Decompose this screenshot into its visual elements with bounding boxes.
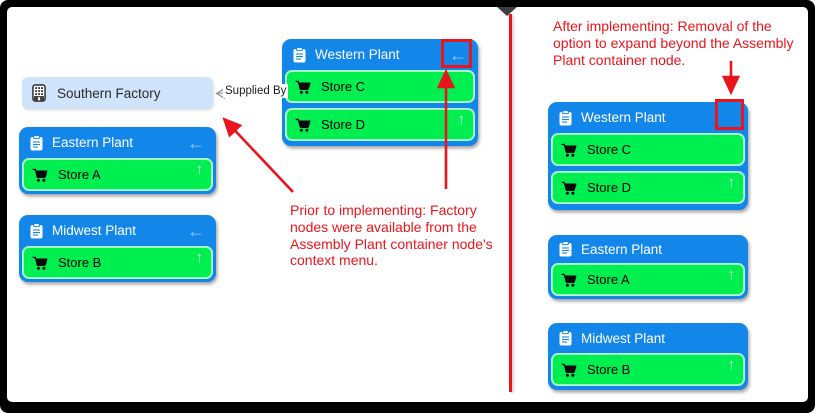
edge-label: Supplied By	[223, 84, 289, 98]
left-arrow-icon[interactable]: ←	[187, 132, 205, 153]
clipboard-icon	[559, 109, 572, 126]
clipboard-icon	[559, 241, 572, 257]
node-eastern-plant-before[interactable]: Eastern Plant ← Store A ↑	[19, 127, 216, 194]
up-arrow-icon[interactable]: ↑	[727, 266, 736, 283]
cart-icon	[32, 168, 48, 182]
clipboard-icon	[30, 134, 43, 151]
store-label: Store B	[587, 362, 631, 377]
plant-header: Western Plant ←	[285, 39, 475, 70]
red-highlight-box-before	[441, 39, 472, 68]
clipboard-icon	[293, 46, 306, 63]
before-annotation-line: nodes were available from the	[290, 218, 477, 235]
plant-title: Midwest Plant	[52, 223, 137, 238]
plant-title: Midwest Plant	[581, 330, 666, 346]
before-annotation-line: Prior to implementing: Factory	[290, 202, 477, 218]
up-arrow-icon[interactable]: ↑	[457, 111, 466, 128]
node-store-a-after[interactable]: Store A ↑	[551, 263, 745, 296]
up-arrow-icon[interactable]: ↑	[727, 356, 736, 373]
red-highlight-box-after	[715, 99, 744, 130]
store-label: Store A	[58, 167, 101, 182]
node-store-b-after[interactable]: Store B ↑	[551, 353, 745, 386]
left-arrow-icon[interactable]: ←	[187, 220, 205, 241]
node-midwest-plant-before[interactable]: Midwest Plant ← Store B ↑	[19, 215, 216, 282]
node-store-c-before[interactable]: Store C	[285, 70, 475, 103]
node-midwest-plant-after[interactable]: Midwest Plant Store B ↑	[548, 323, 748, 390]
red-divider-line	[509, 14, 512, 392]
building-icon	[32, 84, 46, 102]
node-western-plant-after[interactable]: Western Plant Store C Store D ↑	[548, 102, 748, 210]
after-annotation-line: After implementing: Removal of the	[553, 18, 772, 34]
cart-icon	[295, 80, 311, 94]
plant-header: Western Plant	[551, 102, 745, 133]
node-label: Southern Factory	[57, 85, 161, 101]
clipboard-icon	[559, 330, 572, 346]
node-store-a-before[interactable]: Store A ↑	[22, 158, 213, 191]
before-annotation-line: context menu.	[290, 252, 378, 269]
frame-notch	[497, 7, 517, 16]
node-eastern-plant-after[interactable]: Eastern Plant Store A ↑	[548, 235, 748, 299]
left-arrow-icon[interactable]: ←	[449, 44, 467, 65]
plant-header: Midwest Plant	[551, 323, 745, 353]
cart-icon	[32, 256, 48, 270]
plant-title: Eastern Plant	[581, 241, 663, 257]
before-annotation: Prior to implementing: Factory nodes wer…	[290, 202, 493, 269]
store-label: Store C	[321, 79, 366, 94]
plant-header: Eastern Plant ←	[22, 127, 213, 158]
cart-icon	[561, 181, 577, 195]
plant-header: Eastern Plant	[551, 235, 745, 263]
plant-title: Western Plant	[315, 47, 400, 62]
plant-header: Midwest Plant ←	[22, 215, 213, 246]
clipboard-icon	[30, 222, 43, 239]
node-store-d-after[interactable]: Store D ↑	[551, 171, 745, 204]
store-label: Store B	[58, 255, 102, 270]
cart-icon	[561, 143, 577, 157]
store-label: Store A	[587, 272, 630, 287]
store-label: Store D	[321, 117, 366, 132]
node-store-c-after[interactable]: Store C	[551, 133, 745, 166]
node-store-d-before[interactable]: Store D ↑	[285, 108, 475, 141]
before-annotation-line: Assembly Plant container node's	[290, 235, 493, 252]
cart-icon	[561, 273, 577, 287]
after-annotation-line: Plant container node.	[553, 51, 686, 68]
plant-title: Eastern Plant	[52, 135, 134, 150]
node-southern-factory[interactable]: Southern Factory	[22, 77, 213, 109]
cart-icon	[561, 363, 577, 377]
plant-title: Western Plant	[581, 110, 666, 125]
store-label: Store C	[587, 142, 632, 157]
after-annotation-line: option to expand beyond the Assembly	[553, 34, 794, 51]
up-arrow-icon[interactable]: ↑	[195, 161, 204, 178]
up-arrow-icon[interactable]: ↑	[727, 174, 736, 191]
store-label: Store D	[587, 180, 632, 195]
node-store-b-before[interactable]: Store B ↑	[22, 246, 213, 279]
cart-icon	[295, 118, 311, 132]
up-arrow-icon[interactable]: ↑	[195, 249, 204, 266]
after-annotation: After implementing: Removal of the optio…	[553, 18, 794, 68]
